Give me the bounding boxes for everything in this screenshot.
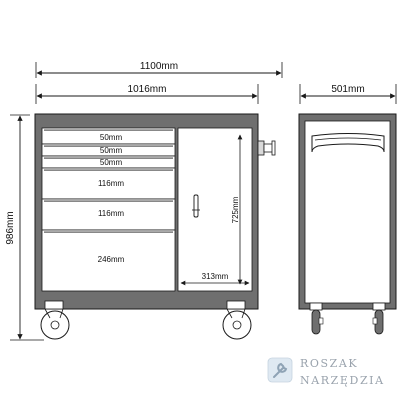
depth-label: 501mm bbox=[331, 84, 364, 95]
side-handle bbox=[257, 140, 265, 156]
drawer-height-label: 50mm bbox=[100, 133, 123, 142]
drawer-stack: 50mm 50mm 50mm 116mm 116mm 246mm bbox=[41, 127, 176, 292]
drawer-height-label: 246mm bbox=[98, 255, 125, 264]
drawer-height-label: 116mm bbox=[98, 179, 124, 188]
caster-front-left bbox=[40, 300, 70, 340]
caster-side-right bbox=[372, 302, 386, 335]
door-width-label: 313mm bbox=[202, 272, 229, 281]
drawer bbox=[41, 229, 176, 292]
watermark-line-1: ROSZAK bbox=[300, 357, 358, 370]
dimension-depth: 501mm bbox=[299, 84, 397, 104]
cabinet-front-view: 50mm 50mm 50mm 116mm 116mm 246mm 725mm bbox=[34, 113, 276, 340]
drawer-height-label: 50mm bbox=[100, 146, 123, 155]
drawer bbox=[41, 167, 176, 200]
caster-side-left bbox=[309, 302, 324, 335]
dimension-body-width: 1016mm bbox=[35, 84, 259, 104]
door-height-label: 725mm bbox=[231, 196, 240, 223]
door bbox=[177, 127, 253, 292]
caster-front-right bbox=[222, 300, 252, 340]
side-handle-grip bbox=[311, 133, 385, 153]
cabinet-side-view bbox=[298, 113, 397, 335]
watermark-line-2: NARZĘDZIA bbox=[300, 374, 385, 387]
drawer-height-label: 116mm bbox=[98, 209, 124, 218]
total-width-label: 1100mm bbox=[140, 61, 178, 72]
dimension-height: 986mm bbox=[5, 114, 44, 341]
dimension-total-width: 1100mm bbox=[35, 61, 283, 78]
door-panel: 725mm 313mm bbox=[177, 127, 253, 292]
body-width-label: 1016mm bbox=[128, 84, 167, 95]
door-handle bbox=[193, 194, 199, 218]
drawer-height-label: 50mm bbox=[100, 158, 123, 167]
watermark-logo: ROSZAK NARZĘDZIA bbox=[267, 357, 385, 387]
height-label: 986mm bbox=[5, 211, 16, 244]
